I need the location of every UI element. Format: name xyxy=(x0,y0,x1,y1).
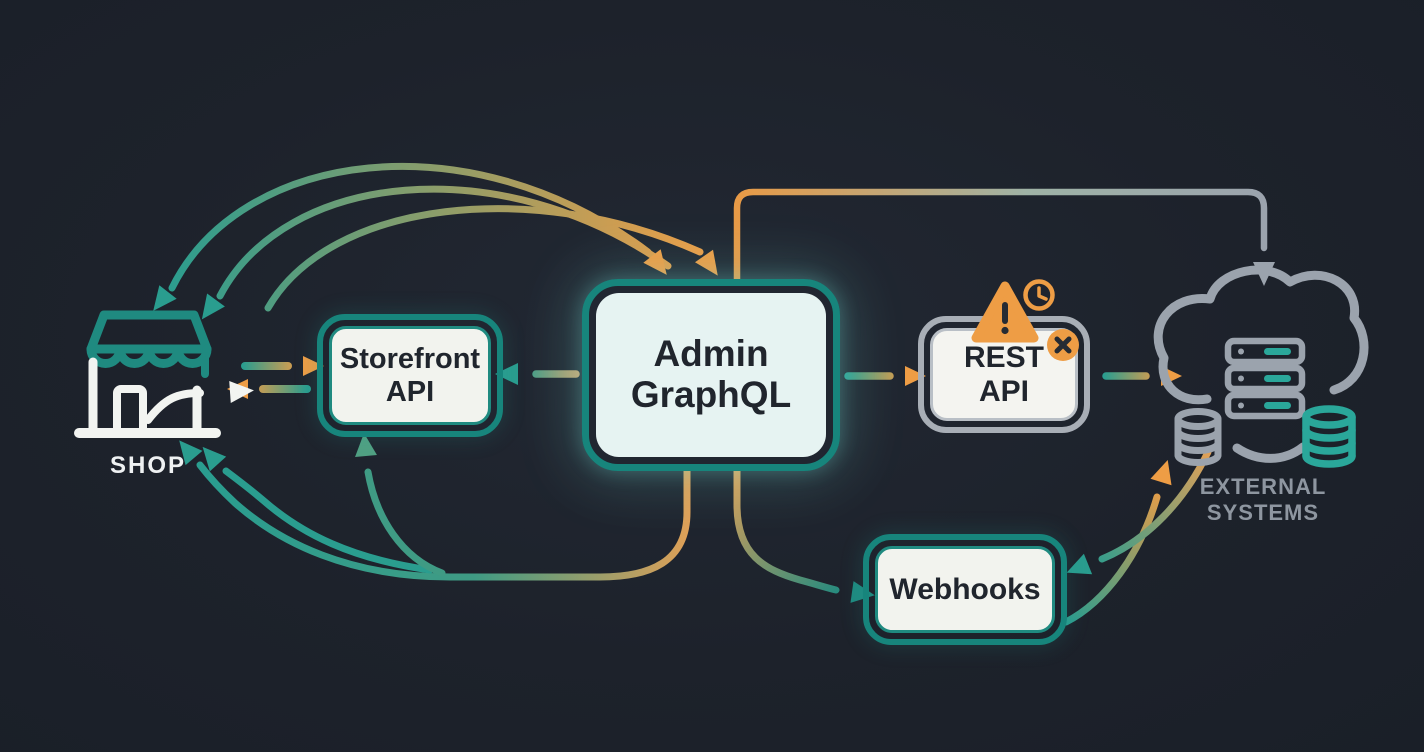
arrowhead xyxy=(1066,553,1093,575)
path-admin-shop-bottom xyxy=(179,433,691,581)
external-label-line2: SYSTEMS xyxy=(1206,500,1320,526)
arrowhead xyxy=(1150,460,1172,486)
server-indicator xyxy=(1264,375,1291,382)
server-indicator xyxy=(1264,402,1291,409)
arrowhead xyxy=(495,363,518,385)
arrowhead xyxy=(202,446,227,472)
path-admin-webhooks xyxy=(733,466,875,603)
server-unit xyxy=(1224,364,1306,393)
arrowhead xyxy=(355,433,377,457)
arrowhead xyxy=(694,249,718,276)
arc-shop-admin-group xyxy=(153,162,718,320)
line-admin-external xyxy=(733,188,1275,286)
external-systems-label: EXTERNAL SYSTEMS xyxy=(1178,474,1348,527)
node-storefront-api: Storefront API xyxy=(317,314,503,437)
database-icon-teal xyxy=(1302,405,1356,468)
arrowhead xyxy=(303,356,324,376)
rest-api-label-line1: REST xyxy=(963,340,1044,374)
server-indicator xyxy=(1264,348,1291,355)
storefront-icon xyxy=(74,310,254,438)
arrow-admin-storefront xyxy=(495,363,580,385)
rest-api-label-line2: API xyxy=(978,374,1029,408)
node-webhooks: Webhooks xyxy=(863,534,1067,645)
storefront-api-label-line1: Storefront xyxy=(339,343,481,376)
cloud-servers-icon xyxy=(1153,265,1369,468)
node-admin-graphql: Admin GraphQL xyxy=(582,279,840,471)
arrowhead xyxy=(850,581,875,603)
cloud-outline xyxy=(1153,265,1369,405)
external-label-line1: EXTERNAL xyxy=(1199,474,1327,499)
database-icon-gray xyxy=(1174,408,1222,466)
arrowhead xyxy=(905,366,926,386)
admin-graphql-label-line2: GraphQL xyxy=(630,374,792,415)
storefront-api-label-line2: API xyxy=(385,375,435,408)
arrowhead xyxy=(643,249,667,275)
arrowhead xyxy=(153,285,177,311)
arrow-admin-rest xyxy=(844,366,926,386)
arrowhead xyxy=(201,293,225,320)
arrowhead xyxy=(229,381,254,403)
arrowhead xyxy=(179,440,203,466)
curves-webhooks-external xyxy=(1062,448,1212,626)
node-rest-api: REST API xyxy=(918,316,1090,433)
webhooks-label: Webhooks xyxy=(889,572,1041,606)
server-unit xyxy=(1224,391,1306,420)
server-unit xyxy=(1224,337,1306,366)
shop-label: SHOP xyxy=(109,452,186,479)
admin-graphql-label-line1: Admin xyxy=(653,333,769,375)
